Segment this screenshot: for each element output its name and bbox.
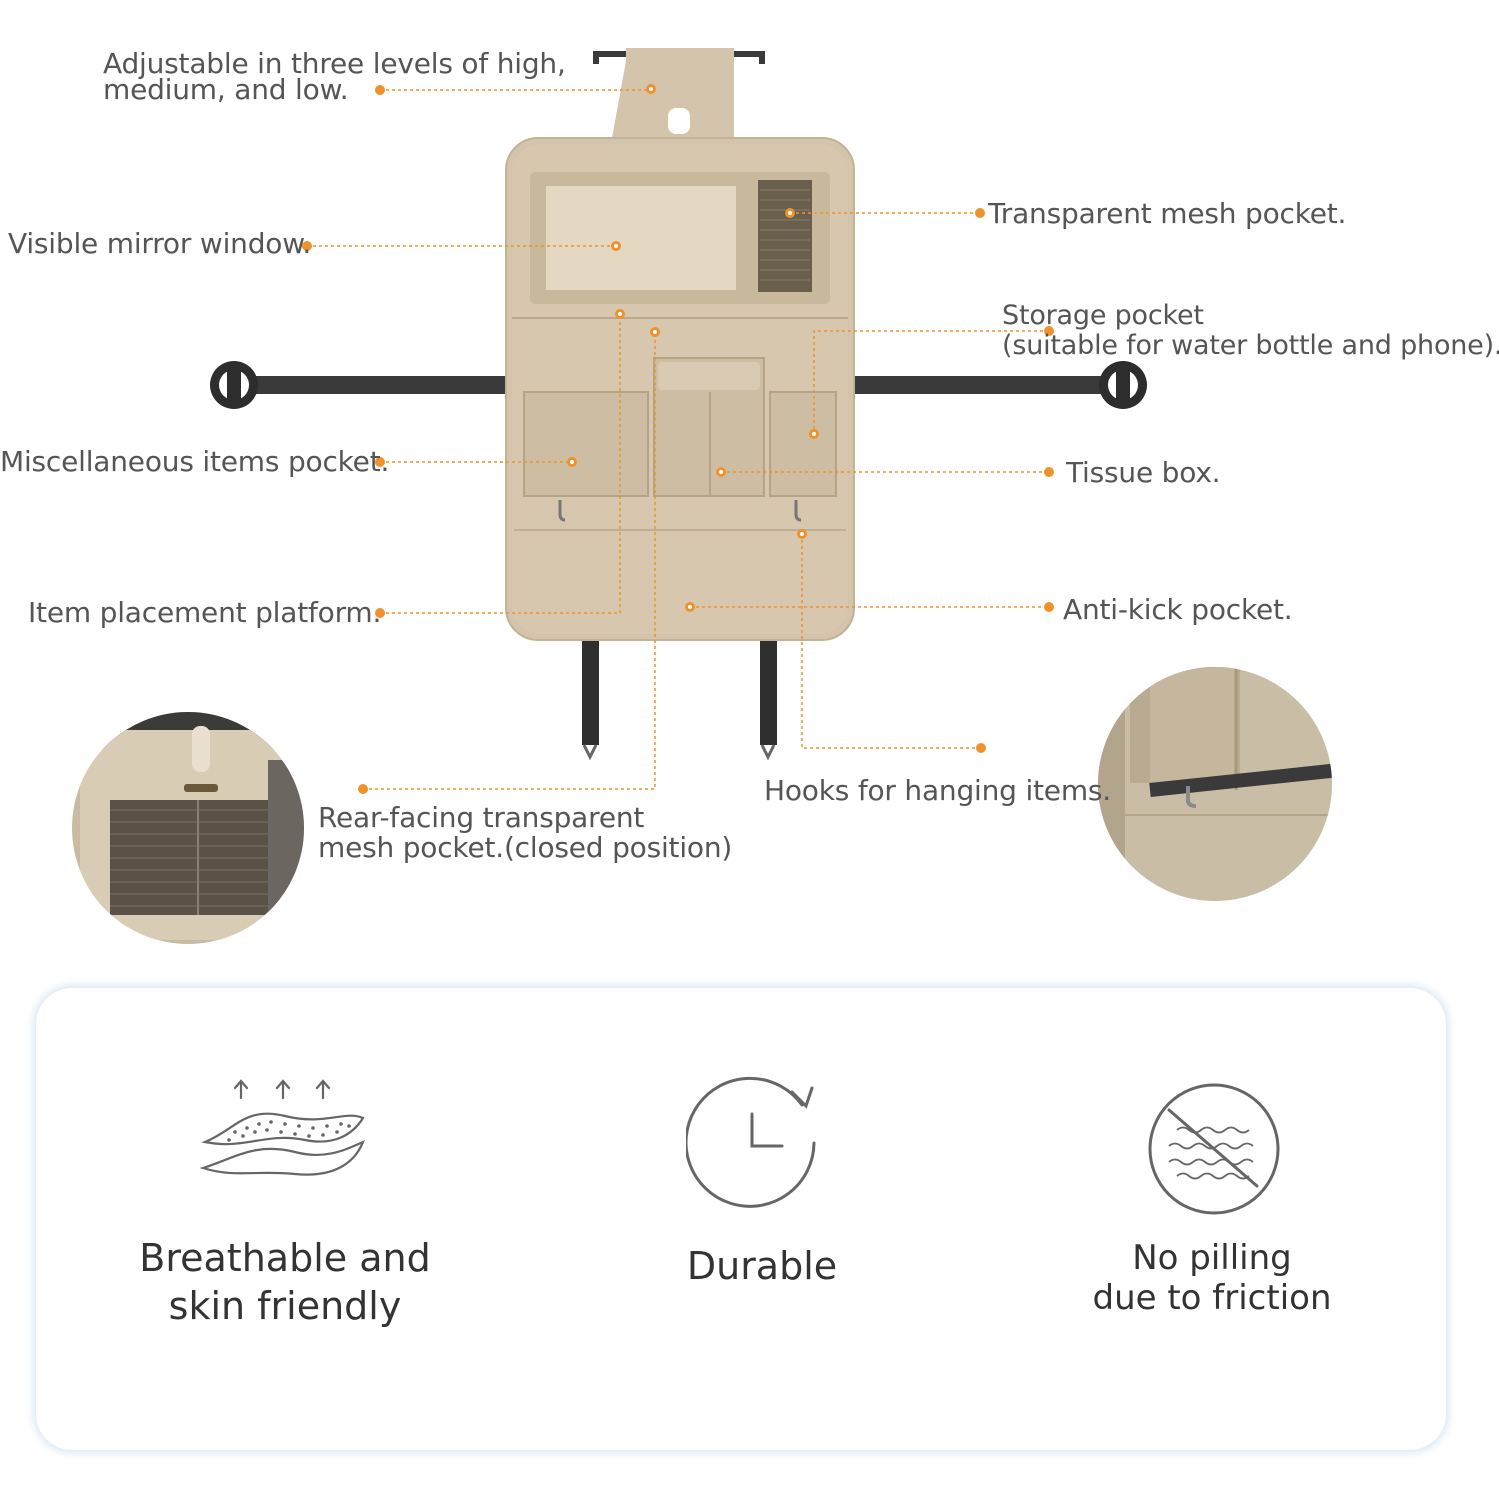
callout-rear-mesh-line1: Rear-facing transparent [318, 801, 645, 834]
feature-no-pilling: No pilling due to friction [1062, 1238, 1362, 1318]
callout-storage-pocket: Storage pocket (suitable for water bottl… [1002, 302, 1499, 360]
feature-durable: Durable [612, 1242, 912, 1290]
feature-breathable: Breathable and skin friendly [135, 1234, 435, 1330]
callout-adjustable-line2: medium, and low. [103, 73, 349, 106]
callout-platform: Item placement platform. [28, 596, 382, 629]
callout-misc-pocket: Miscellaneous items pocket. [0, 445, 390, 478]
breathable-icon [199, 1079, 366, 1176]
callout-hooks: Hooks for hanging items. [764, 774, 1111, 807]
callout-storage-line2: (suitable for water bottle and phone). [1002, 330, 1499, 361]
organizer-body [505, 137, 855, 641]
features-panel [36, 988, 1446, 1450]
feature-durable-line1: Durable [686, 1244, 838, 1288]
durable-clock-icon [686, 1076, 816, 1208]
feature-breathable-line1: Breathable and [139, 1236, 431, 1280]
side-strap-left [210, 361, 510, 409]
side-strap-right [850, 361, 1147, 409]
bottom-straps [582, 640, 777, 761]
top-hanger [593, 48, 765, 140]
callout-storage-line1: Storage pocket [1002, 300, 1204, 331]
callout-mirror-window: Visible mirror window. [8, 227, 312, 260]
callout-adjustable: Adjustable in three levels of high, medi… [103, 50, 566, 104]
feature-no-pilling-line1: No pilling [1132, 1238, 1292, 1278]
feature-breathable-line2: skin friendly [168, 1284, 402, 1328]
feature-no-pilling-line2: due to friction [1092, 1278, 1332, 1318]
hook-closeup-photo [1098, 667, 1332, 901]
callout-rear-mesh-line2: mesh pocket.(closed position) [318, 831, 733, 864]
rear-mesh-photo [72, 712, 304, 944]
no-pilling-icon [1148, 1083, 1280, 1215]
callout-mesh-pocket: Transparent mesh pocket. [988, 197, 1347, 230]
callout-anti-kick: Anti-kick pocket. [1063, 593, 1293, 626]
callout-rear-mesh: Rear-facing transparent mesh pocket.(clo… [318, 804, 732, 862]
callout-adjustable-line1: Adjustable in three levels of high, [103, 47, 566, 80]
leader-lines [307, 89, 1049, 790]
callout-tissue-box: Tissue box. [1066, 456, 1221, 489]
organizer-diagram [72, 48, 1332, 944]
